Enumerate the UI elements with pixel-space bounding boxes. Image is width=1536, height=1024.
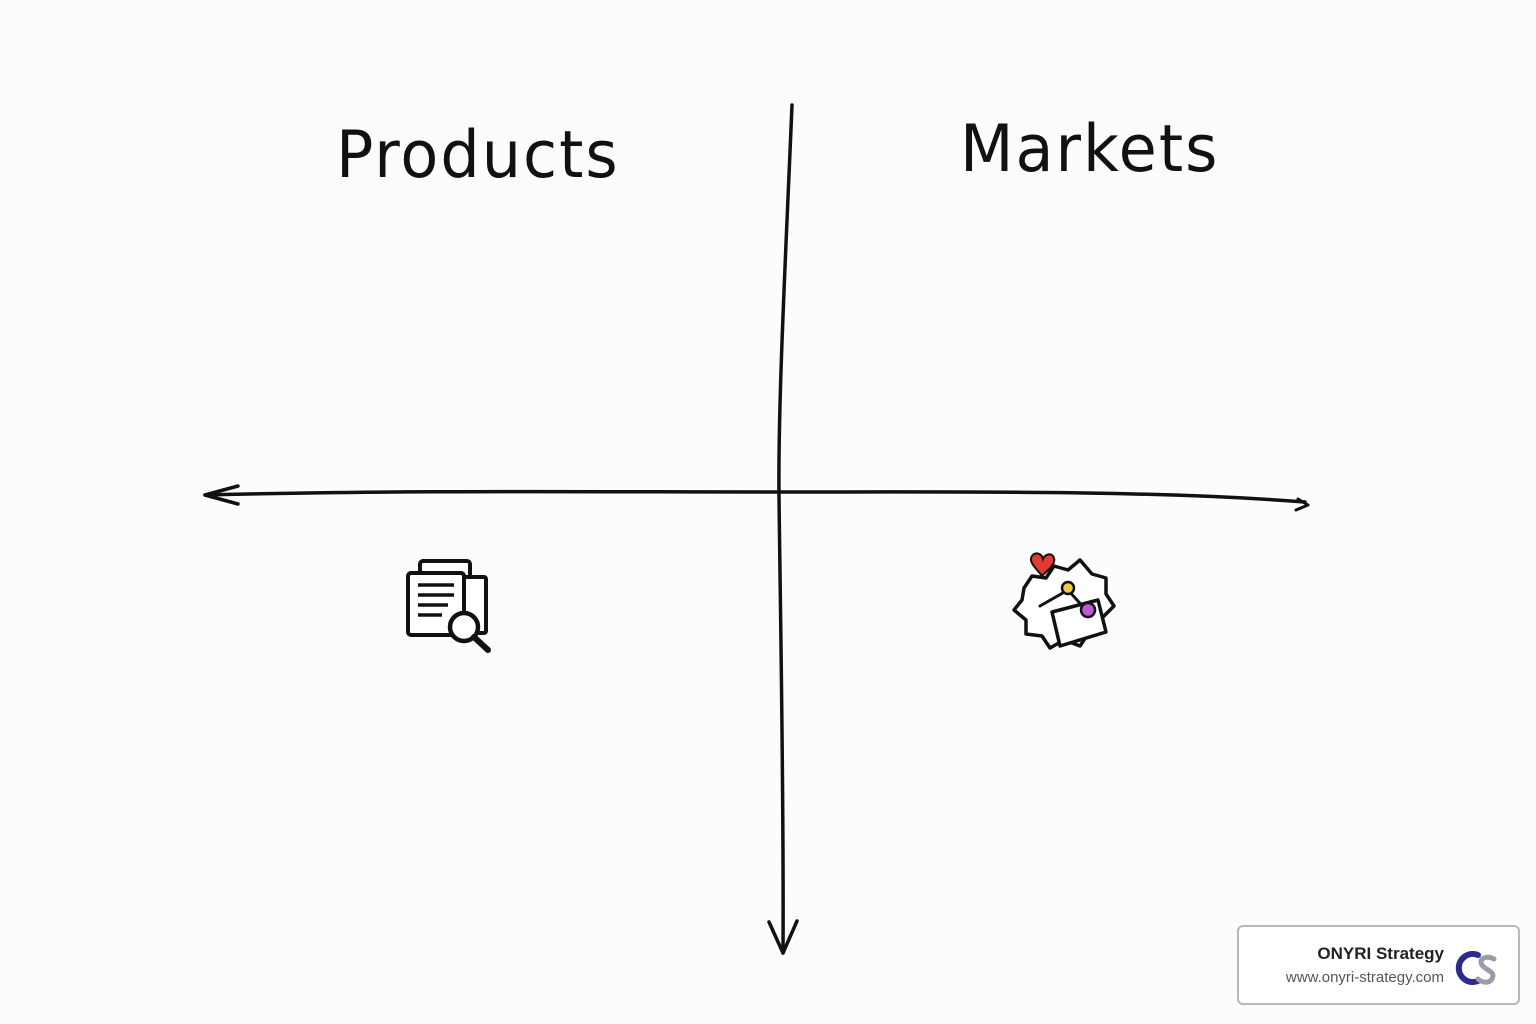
horizontal-axis xyxy=(203,489,1307,504)
left-arrowhead xyxy=(203,484,240,506)
right-axis-end xyxy=(1294,497,1310,512)
down-arrowhead xyxy=(767,919,799,955)
document-search-icon xyxy=(398,555,498,655)
vertical-axis xyxy=(777,103,794,955)
brand-url: www.onyri-strategy.com xyxy=(1285,969,1444,986)
brand-card: ONYRI Strategy www.onyri-strategy.com xyxy=(1237,925,1520,1005)
social-network-icon xyxy=(1002,548,1120,658)
products-label: Products xyxy=(336,116,620,193)
markets-label: Markets xyxy=(960,110,1220,187)
onyri-logo-icon xyxy=(1454,949,1500,987)
brand-name: ONYRI Strategy xyxy=(1317,944,1444,963)
